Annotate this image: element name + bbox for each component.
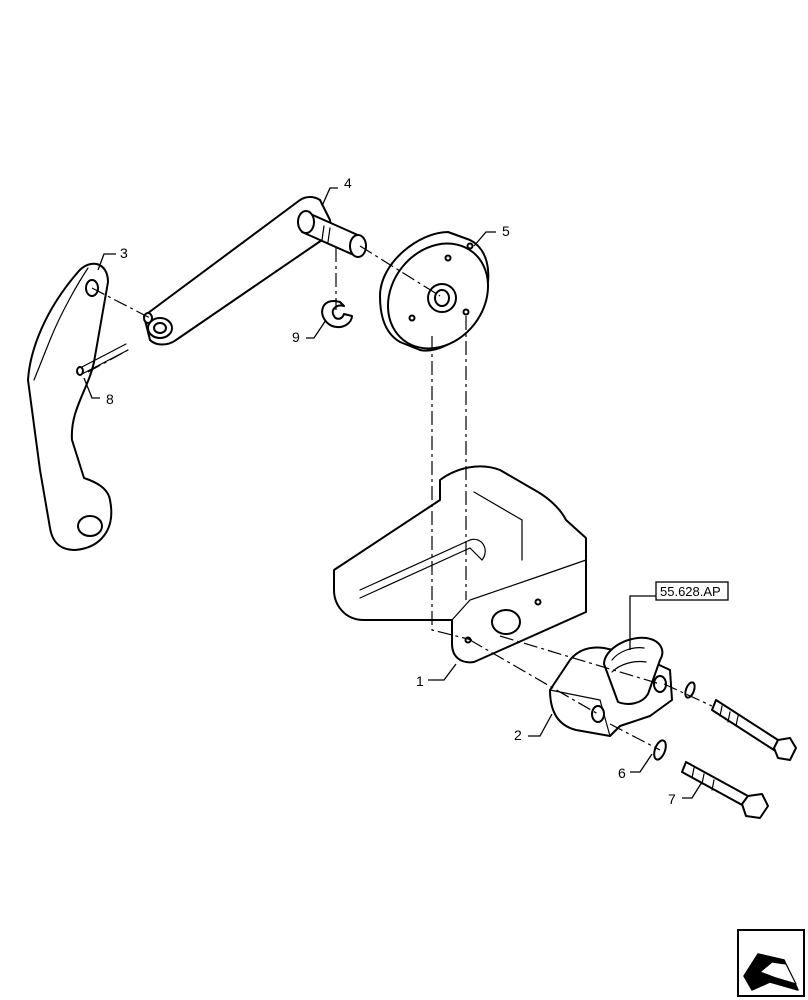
callout-4: 4 — [344, 175, 352, 191]
part-5-roller — [379, 231, 490, 352]
callout-3: 3 — [120, 245, 128, 261]
part-1-bracket — [333, 465, 587, 664]
callout-9: 9 — [292, 329, 300, 345]
callout-5: 5 — [502, 223, 510, 239]
part-7-bolt — [681, 699, 797, 819]
part-4-lever-arm — [143, 196, 367, 346]
part-2-sensor — [549, 636, 673, 737]
reference-box[interactable]: 55.628.AP — [655, 581, 729, 601]
callout-6: 6 — [618, 765, 626, 781]
callout-2: 2 — [514, 727, 522, 743]
part-9-retaining-clip — [321, 299, 353, 328]
callout-leaders — [83, 187, 703, 799]
callout-8: 8 — [106, 391, 114, 407]
page-arrow-icon[interactable] — [737, 929, 805, 997]
assembly-centerlines — [87, 245, 713, 751]
part-3-bent-arm — [27, 262, 113, 551]
reference-label: 55.628.AP — [660, 584, 721, 599]
callout-1: 1 — [416, 673, 424, 689]
callout-7: 7 — [668, 791, 676, 807]
